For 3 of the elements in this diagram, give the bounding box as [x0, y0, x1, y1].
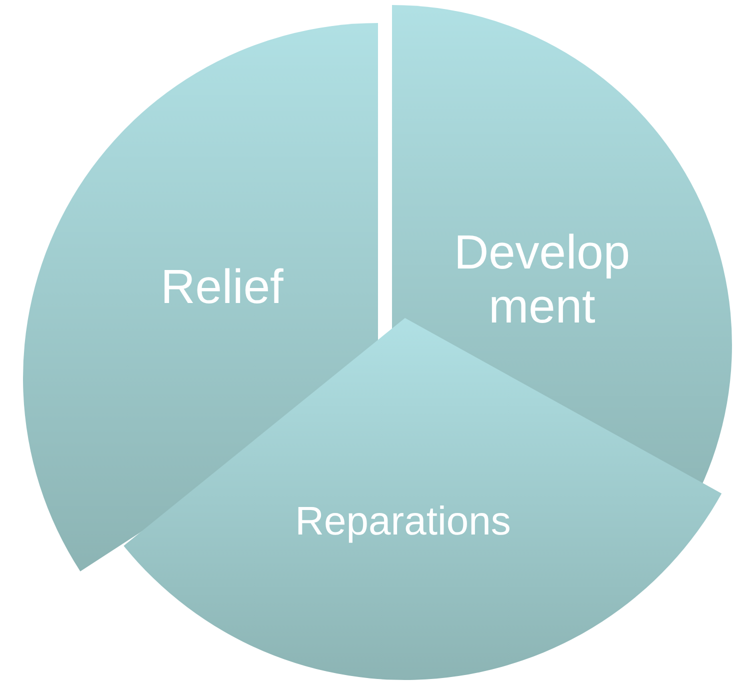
segment-label: Develop ment: [452, 226, 632, 334]
segment-label: Relief: [160, 261, 284, 315]
segment-label: Reparations: [294, 500, 512, 544]
